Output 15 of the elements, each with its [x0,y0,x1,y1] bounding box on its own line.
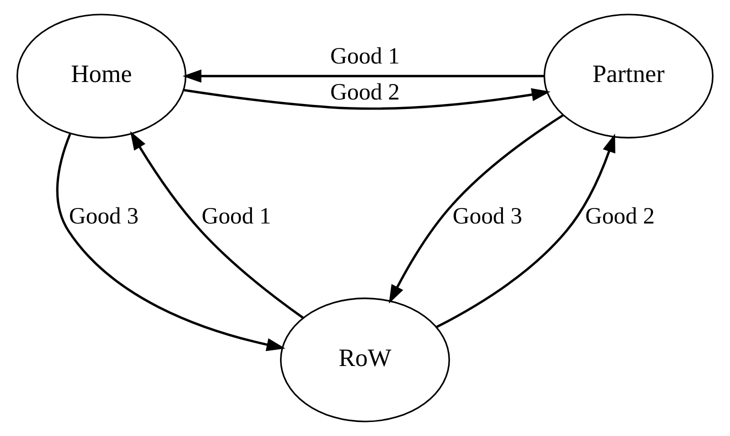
edge-label: Good 2 [585,203,655,230]
node-ellipse: Partner [544,14,714,138]
edge-label: Good 1 [330,44,400,70]
arrow [436,134,616,328]
edge-label: Good 3 [69,203,139,230]
edge-label: Good 3 [452,203,522,230]
edge-label: Good 2 [330,79,400,106]
arrow [183,88,550,110]
node-ellipse: Home [16,14,186,138]
edge-label: Good 1 [202,203,272,230]
arrow [182,70,544,83]
arrow [388,114,564,304]
arrow [56,134,286,352]
node-ellipse: RoW [280,298,450,422]
arrow [130,131,304,319]
